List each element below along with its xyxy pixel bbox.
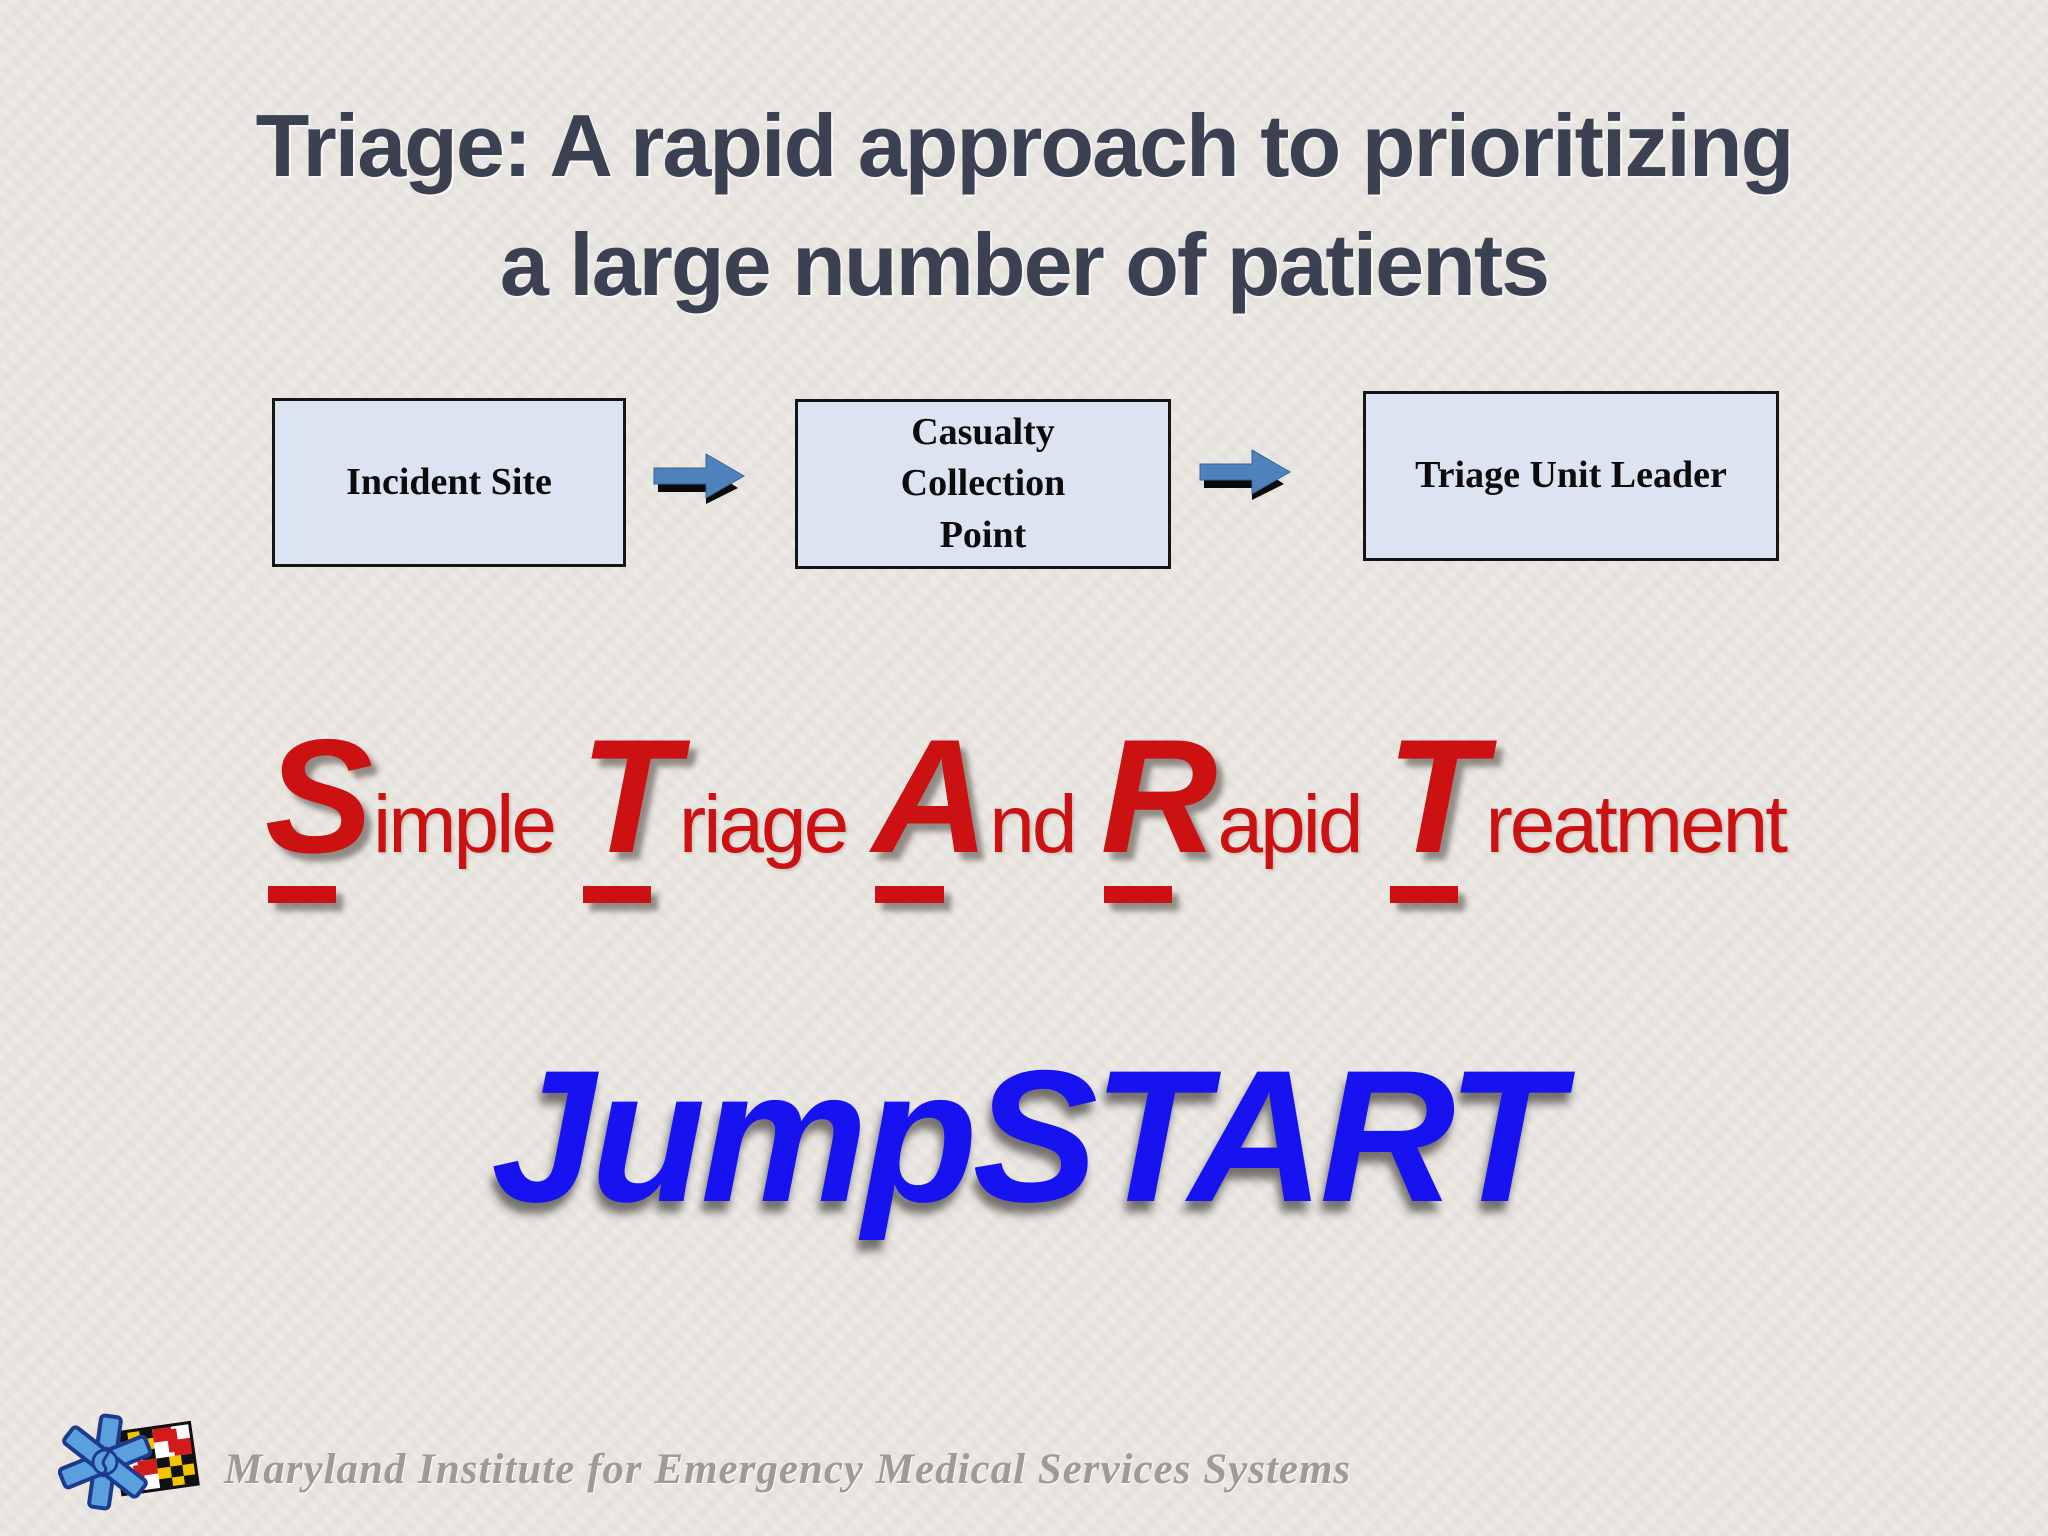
start-word-rapid: Rapid — [1100, 706, 1364, 904]
flow-box-incident-site: Incident Site — [272, 398, 626, 567]
start-cap-letter: T — [579, 706, 679, 904]
start-cap-letter: R — [1100, 706, 1218, 904]
flow-box-casualty-collection-point: Casualty Collection Point — [795, 399, 1171, 569]
flow-box-label: Triage Unit Leader — [1415, 454, 1727, 497]
start-word-rest: apid — [1217, 779, 1363, 870]
flow-box-label: Incident Site — [346, 460, 552, 503]
start-word-triage: Triage — [579, 706, 849, 904]
footer: Maryland Institute for Emergency Medical… — [58, 1396, 1351, 1528]
start-word-and: And — [872, 706, 1077, 904]
title-line-1: Triage: A rapid approach to prioritizing — [255, 95, 1795, 195]
start-cap-letter: S — [264, 706, 373, 904]
start-word-rest: imple — [372, 779, 557, 870]
title-line-2: a large number of patients — [499, 214, 1550, 314]
flow-arrow-icon — [653, 453, 745, 504]
start-word-rest: riage — [678, 779, 849, 870]
miemss-star-of-life-maryland-logo-icon — [58, 1413, 200, 1511]
start-word-treatment: Treatment — [1386, 706, 1788, 904]
start-word-rest: reatment — [1485, 779, 1788, 870]
start-cap-letter: T — [1386, 706, 1486, 904]
flow-arrow-icon — [1199, 449, 1291, 500]
footer-org-name: Maryland Institute for Emergency Medical… — [224, 1445, 1352, 1493]
jumpstart-title: JumpSTART — [491, 1031, 1562, 1241]
start-word-rest: nd — [989, 779, 1077, 870]
slide-title: Triage: A rapid approach to prioritizing… — [0, 87, 2048, 325]
flow-box-triage-unit-leader: Triage Unit Leader — [1363, 391, 1779, 561]
start-word-simple: Simple — [264, 706, 557, 904]
flow-box-label: Casualty Collection Point — [900, 411, 1066, 556]
start-cap-letter: A — [872, 706, 990, 904]
